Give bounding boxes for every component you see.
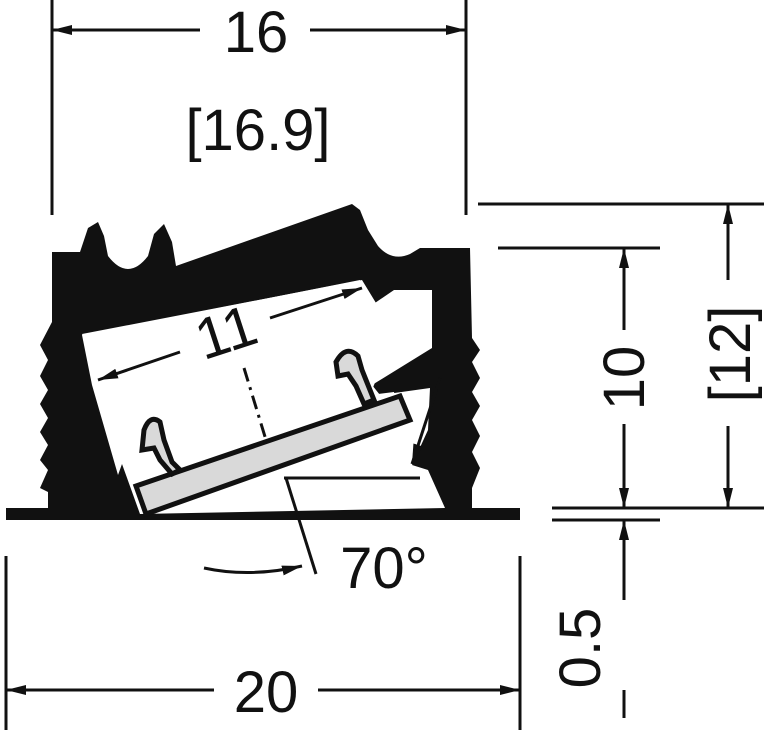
led-clip: [132, 348, 414, 518]
dim-top-width-label: 16: [224, 0, 289, 65]
dim-height-inner-label: 10: [592, 346, 657, 411]
angle-arc-arrow: [203, 564, 303, 576]
led-strip: [132, 392, 414, 518]
dim-base-thickness: 0.5: [548, 518, 660, 718]
dim-top-width-alt-label: [16.9]: [185, 98, 330, 163]
left-clip-arm: [139, 416, 185, 478]
dim-inner-arrow-right: [269, 286, 363, 320]
dim-bottom-width: 20: [4, 556, 522, 730]
dim-angle-pointer: [410, 377, 442, 465]
angle-ref-line: [284, 477, 318, 575]
dim-height-outer-label: [12]: [698, 306, 763, 403]
dim-inner-arrow-left: [97, 350, 181, 382]
dim-bottom-width-label: 20: [234, 660, 299, 725]
profile-outline: [6, 204, 520, 520]
angle-pointer-line: [410, 377, 442, 465]
dim-angle: 70°: [203, 476, 428, 601]
right-clip-arm: [333, 348, 378, 408]
dim-angle-label: 70°: [340, 536, 428, 601]
dim-base-thickness-label: 0.5: [548, 608, 613, 689]
dim-height-inner: 10: [498, 246, 764, 510]
dim-top-width: 16 [16.9]: [50, 0, 468, 215]
dim-height-outer: [12]: [478, 202, 764, 508]
center-line: [242, 367, 268, 441]
